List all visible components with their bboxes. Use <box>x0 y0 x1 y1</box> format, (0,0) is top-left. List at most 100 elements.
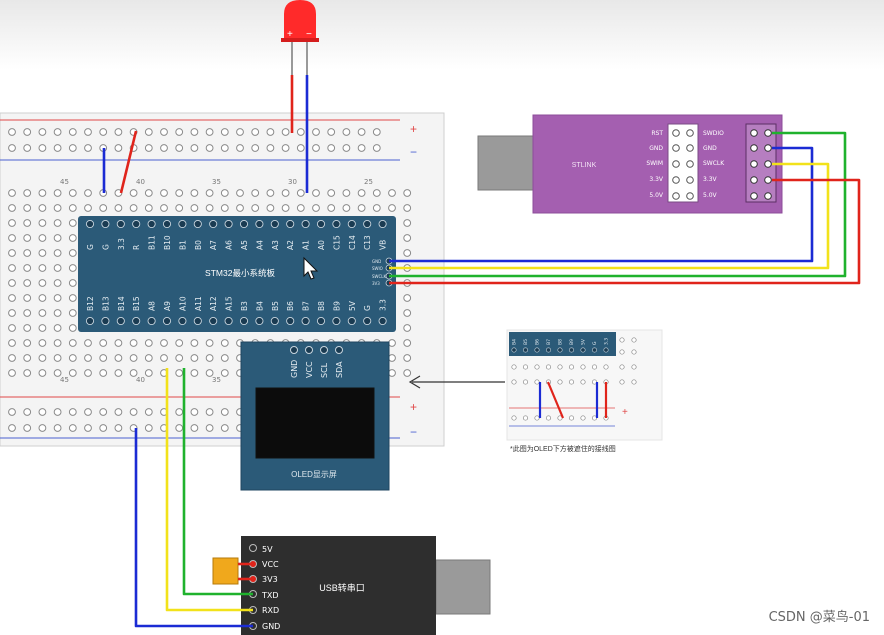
stm32-top-pin <box>363 219 372 229</box>
breadboard-hole <box>160 204 168 212</box>
stm32-top-pin-label: 3.3 <box>117 238 126 250</box>
breadboard-hole <box>23 219 32 227</box>
breadboard-hole <box>327 189 336 197</box>
stm32-bottom-pin <box>239 316 249 326</box>
breadboard-hole <box>53 219 62 227</box>
breadboard-hole <box>114 408 123 416</box>
breadboard-hole <box>160 189 168 197</box>
stm32-top-pin-label: A6 <box>225 240 234 250</box>
stm32-top-pin <box>270 219 279 229</box>
breadboard-hole <box>8 309 16 317</box>
inset-pin-label: B4 <box>512 339 518 345</box>
inset-pin-label: B8 <box>558 339 564 345</box>
stm32-top-pin <box>255 219 264 229</box>
breadboard-hole <box>114 144 123 152</box>
led-body <box>284 0 316 40</box>
breadboard-hole <box>38 324 47 332</box>
breadboard-hole <box>8 424 16 432</box>
breadboard-hole <box>38 234 47 242</box>
breadboard-hole <box>205 354 214 362</box>
usb-name: USB转串口 <box>319 582 365 593</box>
row-number: 35 <box>212 178 221 186</box>
breadboard-hole <box>84 144 92 152</box>
inset-pin-label: B6 <box>535 339 541 345</box>
stm32-bottom-pin <box>147 316 156 326</box>
stm32-top-pin <box>162 219 172 229</box>
stm32-top-pin <box>347 219 356 229</box>
inset-hole <box>603 364 609 370</box>
breadboard-hole <box>205 408 214 416</box>
breadboard-row-numbers: 45 40 35 30 25 45 40 35 <box>60 178 373 384</box>
breadboard-hole <box>220 408 229 416</box>
breadboard-hole <box>175 354 184 362</box>
inset-hole <box>631 364 637 370</box>
breadboard-hole <box>296 144 305 152</box>
breadboard-hole <box>190 354 199 362</box>
wire-3v3-jumper <box>119 130 138 194</box>
breadboard-hole <box>236 204 244 212</box>
usb-pin-label: RXD <box>262 606 279 615</box>
stm32-top-pin-label: B11 <box>148 235 157 250</box>
stlink-left-label: GND <box>649 145 663 152</box>
breadboard-hole <box>8 369 16 377</box>
stlink-right-pin-a <box>750 129 758 137</box>
breadboard-hole <box>23 144 32 152</box>
side-pin-label: SWCLK <box>372 274 387 279</box>
breadboard-hole <box>23 339 32 347</box>
inset-pin <box>534 347 540 353</box>
oled-pin-label: SCL <box>320 362 329 378</box>
breadboard-hole <box>175 144 184 152</box>
stm32-bottom-pin-label: B5 <box>271 301 280 311</box>
breadboard-hole <box>23 309 32 317</box>
stm32-top-pin <box>85 219 95 229</box>
breadboard-hole <box>114 369 123 377</box>
breadboard-hole <box>114 424 123 432</box>
breadboard-hole <box>144 354 153 362</box>
stm32-top-pin <box>193 219 202 229</box>
breadboard-hole <box>251 128 260 136</box>
stm32-top-pin <box>286 219 295 229</box>
stm32-bottom-pin-label: G <box>363 305 372 311</box>
breadboard-hole <box>68 204 77 212</box>
breadboard-hole <box>53 204 62 212</box>
breadboard-hole <box>205 369 214 377</box>
breadboard-hole <box>99 339 108 347</box>
oled-pin <box>335 346 343 354</box>
cursor-icon <box>303 256 319 280</box>
breadboard-hole <box>144 339 153 347</box>
stm32-bottom-pin <box>378 316 387 326</box>
inset-hole <box>631 337 637 343</box>
stlink-usb-plug <box>477 135 535 191</box>
breadboard-hole <box>53 339 62 347</box>
stm32-bottom-pin-label: A11 <box>194 296 203 311</box>
breadboard-hole <box>144 204 153 212</box>
breadboard-hole <box>23 234 32 242</box>
stm32-top-pin-label: C15 <box>332 235 341 250</box>
breadboard-hole <box>114 339 123 347</box>
wire-usb-gnd <box>134 428 253 628</box>
inset-plus: + <box>622 407 628 418</box>
stm32-bottom-pin-label: B13 <box>101 296 110 311</box>
usb-pin <box>249 544 257 552</box>
stm32-bottom-pin <box>270 316 279 326</box>
stm32-top-pin-label: B1 <box>178 240 187 250</box>
stm32-bottom-pin-label: B4 <box>255 301 264 311</box>
breadboard-hole <box>23 424 32 432</box>
breadboard-hole <box>38 189 47 197</box>
breadboard-hole <box>403 189 412 197</box>
breadboard-hole <box>175 408 184 416</box>
breadboard-hole <box>23 204 32 212</box>
stm32-top-pin-label: B0 <box>194 240 203 250</box>
breadboard-hole <box>160 144 168 152</box>
breadboard-hole <box>8 219 16 227</box>
breadboard-hole <box>68 144 77 152</box>
breadboard-hole <box>144 369 153 377</box>
breadboard-hole <box>251 189 260 197</box>
stm32-top-pin <box>224 219 233 229</box>
breadboard-hole <box>53 144 62 152</box>
row-number: 25 <box>364 178 373 186</box>
stm32-top-pin-label: A7 <box>209 240 218 250</box>
breadboard-hole <box>38 424 47 432</box>
breadboard-hole <box>144 128 153 136</box>
breadboard-hole <box>281 144 290 152</box>
